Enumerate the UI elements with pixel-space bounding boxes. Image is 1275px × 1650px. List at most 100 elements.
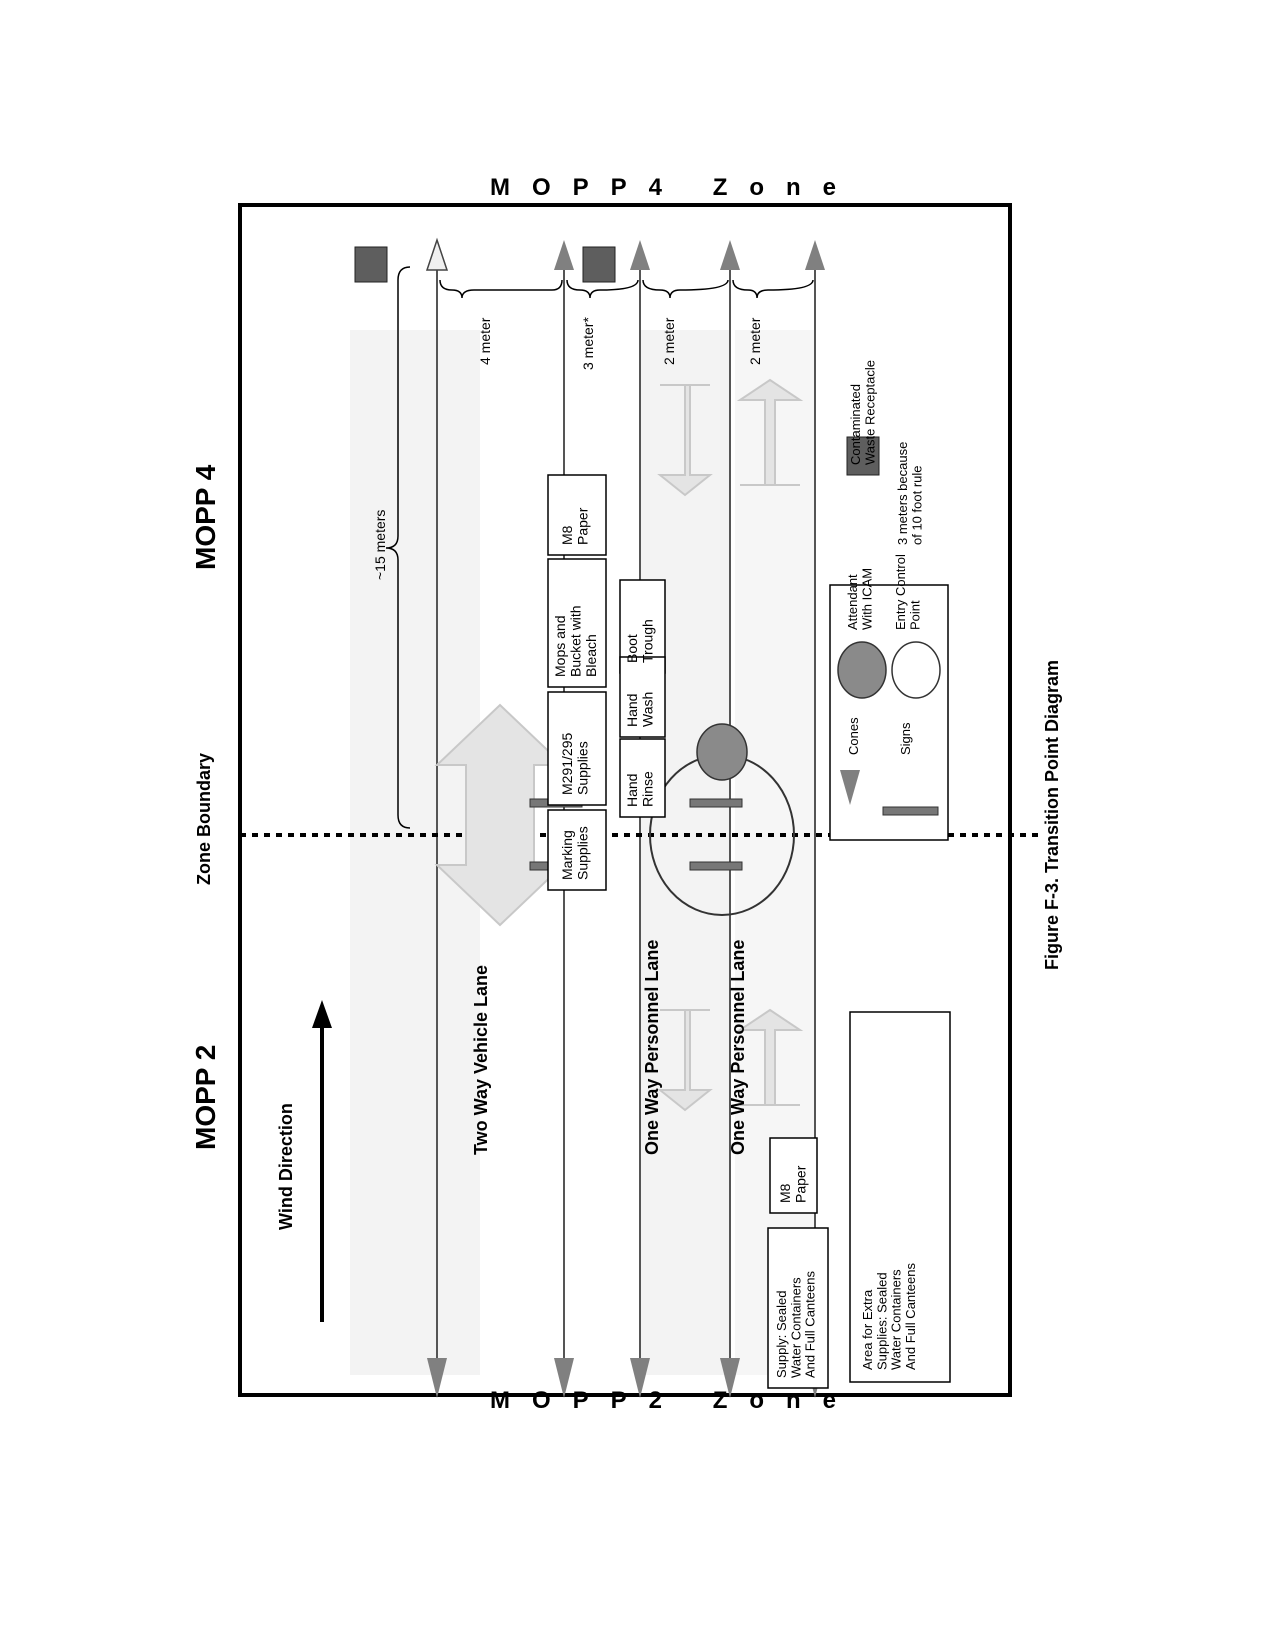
extra-supply-label: Area for ExtraSupplies: SealedWater Cont… bbox=[860, 1263, 918, 1370]
legend-waste-icon bbox=[846, 436, 880, 476]
extra-supply-box bbox=[849, 1011, 951, 1383]
supply-label-line: And Full Canteens bbox=[803, 1271, 818, 1378]
extra-supply-label-line: Water Containers bbox=[889, 1269, 904, 1370]
m291-label-line: Supplies bbox=[574, 741, 590, 795]
hand-wash-label-line: Hand bbox=[624, 694, 640, 727]
extra-supply-label-line: And Full Canteens bbox=[903, 1263, 918, 1370]
personnel2-brace bbox=[732, 279, 814, 299]
attendant-label-line: With ICAM bbox=[859, 568, 874, 630]
vehicle-dimension: 4 meter bbox=[477, 317, 493, 365]
mops-label-line: Bleach bbox=[583, 634, 599, 677]
waste-label: ContaminatedWaste Receptacle bbox=[848, 360, 877, 465]
cone-icon bbox=[720, 240, 740, 270]
overall-dimension: ~15 meters bbox=[372, 510, 388, 580]
zone-boundary-label: Zone Boundary bbox=[194, 753, 214, 885]
legend-sign-icon bbox=[882, 806, 939, 816]
hand-rinse-box bbox=[619, 738, 666, 818]
marking-label-line: Supplies bbox=[574, 826, 590, 880]
extra-supply-label-line: Area for Extra bbox=[860, 1289, 875, 1370]
figure-caption: Figure F-3. Transition Point Diagram bbox=[1032, 440, 1072, 1000]
entry-label-line: Entry Control bbox=[893, 554, 908, 630]
attendant-label-line: Attendant bbox=[845, 574, 860, 630]
cone-icon bbox=[630, 240, 650, 270]
personnel1-brace bbox=[642, 279, 729, 299]
vehicle-lane-title: Two Way Vehicle Lane bbox=[471, 965, 491, 1155]
caption-text: Figure F-3. Transition Point Diagram bbox=[1042, 660, 1062, 970]
hand-rinse-label-line: Rinse bbox=[639, 771, 655, 807]
boot-label: BootTrough bbox=[624, 619, 655, 663]
cone-icon bbox=[427, 1358, 447, 1398]
mops-label-line: Bucket with bbox=[567, 605, 583, 677]
gap-dimension: 3 meter* bbox=[580, 317, 596, 370]
hand-rinse-label-line: Hand bbox=[624, 774, 640, 807]
m8-paper-bottom-box bbox=[769, 1137, 818, 1214]
waste-receptacle-icon bbox=[354, 246, 388, 283]
waste-receptacle-icon bbox=[582, 246, 616, 283]
boot-label-line: Trough bbox=[639, 619, 655, 663]
entry-label-line: Point bbox=[907, 600, 922, 630]
supply-label-line: Water Containers bbox=[788, 1277, 803, 1378]
personnel-lane-title-2: One Way Personnel Lane bbox=[728, 940, 748, 1155]
supply-box bbox=[767, 1227, 829, 1389]
station-boxes bbox=[547, 474, 951, 1389]
personnel-lane-band-2 bbox=[735, 330, 815, 1375]
cones-label: Cones bbox=[846, 717, 861, 755]
entry-label: Entry ControlPoint bbox=[893, 554, 922, 630]
extra-supply-label-line: Supplies: Sealed bbox=[874, 1272, 889, 1370]
mops-box bbox=[547, 558, 607, 688]
m8-paper-bottom-label-line: M8 bbox=[777, 1183, 793, 1203]
wind-direction-label: Wind Direction bbox=[276, 1103, 296, 1230]
cone-icons-right bbox=[425, 237, 825, 271]
rule-label-line: 3 meters because bbox=[895, 442, 910, 545]
m8-paper-bottom-label-line: Paper bbox=[792, 1165, 808, 1203]
flag-icon bbox=[425, 237, 449, 271]
marking-box bbox=[547, 809, 607, 891]
attendant-label: AttendantWith ICAM bbox=[845, 568, 874, 630]
vehicle-brace bbox=[439, 279, 563, 299]
hand-wash-label: HandWash bbox=[624, 692, 655, 727]
sign-icon bbox=[689, 798, 743, 808]
marking-label: MarkingSupplies bbox=[559, 826, 590, 880]
personnel-arrow-lane2-right bbox=[736, 378, 804, 486]
personnel-arrow-lane1-left bbox=[657, 1009, 713, 1112]
rule-label: 3 meters becauseof 10 foot rule bbox=[895, 442, 924, 545]
m291-label-line: M291/295 bbox=[559, 733, 575, 795]
m8-paper-top-label-line: Paper bbox=[574, 507, 590, 545]
personnel-arrow-lane1-right bbox=[657, 384, 713, 497]
waste-label-line: Contaminated bbox=[848, 384, 863, 465]
waste-label-line: Waste Receptacle bbox=[862, 360, 877, 465]
sign-icon bbox=[689, 861, 743, 871]
cone-icon bbox=[554, 1358, 574, 1398]
wind-arrow-head bbox=[312, 1000, 332, 1028]
mopp4-heading: MOPP 4 bbox=[190, 464, 221, 570]
mopp2-heading: MOPP 2 bbox=[190, 1045, 221, 1150]
cone-icon bbox=[554, 240, 574, 270]
attendant-icon bbox=[696, 723, 748, 781]
mopp2-zone-label: MOPP2 Zone bbox=[490, 1387, 858, 1414]
supply-label-line: Supply: Sealed bbox=[774, 1291, 789, 1378]
mops-label: Mops andBucket withBleach bbox=[552, 605, 599, 677]
cone-icon bbox=[630, 1358, 650, 1398]
mopp4-zone-label: MOPP4 Zone bbox=[490, 174, 858, 201]
marking-label-line: Marking bbox=[559, 830, 575, 880]
rule-label-line: of 10 foot rule bbox=[909, 466, 924, 546]
diagram-frame bbox=[238, 203, 1012, 1397]
hand-wash-box bbox=[619, 656, 666, 738]
m8-paper-top-box bbox=[547, 474, 607, 556]
personnel2-dimension: 2 meter bbox=[747, 317, 763, 365]
gap-brace bbox=[566, 279, 639, 299]
overall-brace bbox=[385, 266, 411, 829]
legend-entry-icon bbox=[891, 641, 941, 699]
hand-wash-label-line: Wash bbox=[639, 692, 655, 727]
supply-label: Supply: SealedWater ContainersAnd Full C… bbox=[774, 1271, 818, 1378]
personnel-arrow-lane2-left bbox=[736, 1008, 804, 1106]
vehicle-lane-band bbox=[350, 330, 480, 1375]
boot-label-line: Boot bbox=[624, 634, 640, 663]
personnel-lane-title-1: One Way Personnel Lane bbox=[642, 940, 662, 1155]
signs-label: Signs bbox=[898, 722, 913, 755]
m8-paper-bottom-label: M8Paper bbox=[777, 1165, 808, 1203]
hand-rinse-label: HandRinse bbox=[624, 771, 655, 807]
personnel1-dimension: 2 meter bbox=[661, 317, 677, 365]
m291-label: M291/295Supplies bbox=[559, 733, 590, 795]
